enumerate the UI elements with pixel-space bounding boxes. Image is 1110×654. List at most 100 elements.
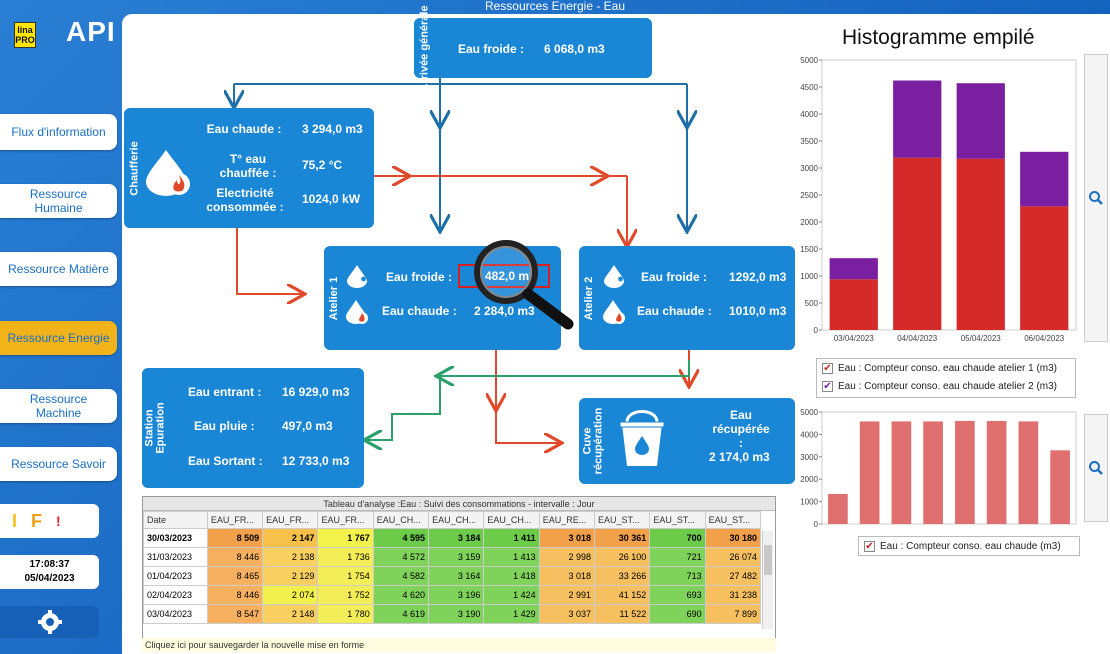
value-cell[interactable]: 41 152	[593, 585, 651, 605]
column-header[interactable]: EAU_RE...	[538, 511, 596, 529]
value-cell[interactable]: 3 018	[538, 528, 596, 548]
value-cell[interactable]: 1 411	[483, 528, 540, 548]
value-cell[interactable]: 2 074	[262, 585, 319, 605]
nav-ressource-energie[interactable]: Ressource Energie	[0, 321, 117, 355]
bar-1-1[interactable]	[829, 279, 878, 330]
column-header[interactable]: EAU_FR...	[262, 511, 319, 529]
bar-1-6[interactable]	[986, 420, 1007, 524]
value-cell[interactable]: 693	[649, 585, 706, 605]
value-cell[interactable]: 1 418	[483, 566, 540, 586]
alert-warning[interactable]: !	[56, 513, 61, 529]
column-header[interactable]: EAU_CH...	[483, 511, 540, 529]
value-cell[interactable]: 2 138	[262, 547, 319, 567]
value-cell[interactable]: 2 148	[262, 604, 319, 624]
value-cell[interactable]: 1 767	[317, 528, 374, 548]
value-cell[interactable]: 33 266	[593, 566, 651, 586]
bar-1-3[interactable]	[956, 158, 1005, 330]
bar-2-2[interactable]	[893, 80, 942, 158]
checkbox-icon[interactable]: ✔	[822, 380, 833, 392]
chaufferie-box[interactable]: Chaufferie Eau chaude : 3 294,0 m3 T° ea…	[124, 108, 374, 228]
value-cell[interactable]: 2 998	[538, 547, 596, 567]
atelier2-box[interactable]: Atelier 2 Eau froide : 1292,0 m3 Eau cha…	[579, 246, 795, 350]
bar-1-1[interactable]	[828, 493, 848, 524]
nav-ressource-matiere[interactable]: Ressource Matière	[0, 252, 117, 286]
value-cell[interactable]: 2 129	[262, 566, 319, 586]
value-cell[interactable]: 2 991	[538, 585, 596, 605]
nav-ressource-humaine[interactable]: Ressource Humaine	[0, 184, 117, 218]
value-cell[interactable]: 3 159	[428, 547, 485, 567]
column-header[interactable]: EAU_FR...	[317, 511, 374, 529]
date-cell[interactable]: 30/03/2023	[143, 528, 208, 548]
value-cell[interactable]: 1 780	[317, 604, 374, 624]
bar-1-3[interactable]	[891, 421, 912, 524]
value-cell[interactable]: 721	[649, 547, 706, 567]
value-cell[interactable]: 1 736	[317, 547, 374, 567]
cuve-recuperation-box[interactable]: Cuve récupération Eau récupérée : 2 174,…	[579, 398, 795, 484]
value-cell[interactable]: 1 413	[483, 547, 540, 567]
bar-1-2[interactable]	[859, 421, 880, 524]
analysis-table[interactable]: Tableau d'analyse :Eau : Suivi des conso…	[142, 496, 776, 642]
value-cell[interactable]: 3 037	[538, 604, 596, 624]
value-cell[interactable]: 8 446	[206, 585, 264, 605]
value-cell[interactable]: 4 572	[372, 547, 430, 567]
value-cell[interactable]: 8 509	[206, 528, 264, 548]
value-cell[interactable]: 2 147	[262, 528, 319, 548]
station-epuration-box[interactable]: Station Epuration Eau entrant : 16 929,0…	[142, 368, 364, 488]
value-cell[interactable]: 26 074	[704, 547, 762, 567]
value-cell[interactable]: 27 482	[704, 566, 762, 586]
nav-flux-information[interactable]: Flux d'information	[0, 114, 117, 150]
value-cell[interactable]: 8 446	[206, 547, 264, 567]
alert-f[interactable]: F	[31, 510, 43, 531]
value-cell[interactable]: 8 465	[206, 566, 264, 586]
bar-1-2[interactable]	[893, 157, 942, 330]
nav-ressource-savoir[interactable]: Ressource Savoir	[0, 447, 117, 481]
column-header[interactable]: EAU_ST...	[593, 511, 651, 529]
value-cell[interactable]: 1 424	[483, 585, 540, 605]
value-cell[interactable]: 31 238	[704, 585, 762, 605]
bar-1-5[interactable]	[955, 420, 975, 524]
legend-item-eau-chaude[interactable]: ✔Eau : Compteur conso. eau chaude (m3)	[859, 537, 1079, 555]
scroll-thumb[interactable]	[764, 545, 772, 575]
value-cell[interactable]: 30 180	[704, 528, 762, 548]
date-cell[interactable]: 03/04/2023	[143, 604, 208, 624]
search-icon[interactable]	[1088, 460, 1104, 476]
date-cell[interactable]: 02/04/2023	[143, 585, 208, 605]
value-cell[interactable]: 690	[649, 604, 706, 624]
save-layout-link[interactable]: Cliquez ici pour sauvegarder la nouvelle…	[142, 638, 776, 652]
value-cell[interactable]: 1 754	[317, 566, 374, 586]
arrivee-generale-box[interactable]: Arrivée générale Eau froide : 6 068,0 m3	[414, 5, 652, 91]
value-cell[interactable]: 713	[649, 566, 706, 586]
column-header[interactable]: EAU_FR...	[206, 511, 264, 529]
nav-ressource-machine[interactable]: Ressource Machine	[0, 389, 117, 423]
value-cell[interactable]: 26 100	[593, 547, 651, 567]
date-cell[interactable]: 31/03/2023	[143, 547, 208, 567]
checkbox-icon[interactable]: ✔	[822, 362, 833, 374]
column-header[interactable]: EAU_ST...	[649, 511, 706, 529]
value-cell[interactable]: 1 752	[317, 585, 374, 605]
value-cell[interactable]: 4 582	[372, 566, 430, 586]
value-cell[interactable]: 3 196	[428, 585, 485, 605]
legend-item-atelier1[interactable]: ✔Eau : Compteur conso. eau chaude atelie…	[817, 359, 1075, 377]
chart2-side-panel[interactable]	[1084, 414, 1108, 522]
value-cell[interactable]: 4 619	[372, 604, 430, 624]
value-cell[interactable]: 4 595	[372, 528, 430, 548]
value-cell[interactable]: 11 522	[593, 604, 651, 624]
legend-item-atelier2[interactable]: ✔Eau : Compteur conso. eau chaude atelie…	[817, 377, 1075, 395]
column-header[interactable]: EAU_ST...	[704, 511, 762, 529]
bar-2-4[interactable]	[1020, 151, 1069, 207]
column-header[interactable]: Date	[143, 511, 208, 529]
column-header[interactable]: EAU_CH...	[428, 511, 485, 529]
search-icon[interactable]	[1088, 190, 1104, 206]
column-header[interactable]: EAU_CH...	[372, 511, 430, 529]
bar-1-7[interactable]	[1018, 421, 1039, 524]
alerts-bar[interactable]: I F !	[0, 504, 99, 538]
checkbox-icon[interactable]: ✔	[864, 540, 875, 552]
alert-i[interactable]: I	[12, 510, 18, 531]
value-cell[interactable]: 7 899	[704, 604, 762, 624]
